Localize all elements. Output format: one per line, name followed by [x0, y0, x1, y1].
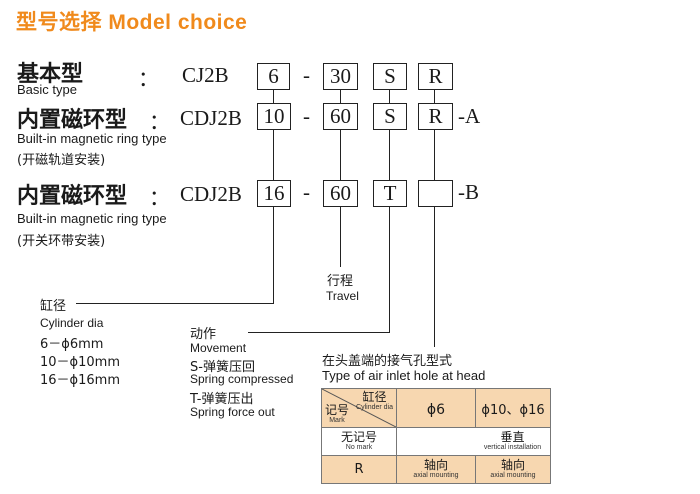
- inlet-connector-top: [434, 90, 435, 103]
- row3-prefix: CDJ2B: [180, 182, 242, 206]
- row1-inlet-box: R: [418, 63, 453, 90]
- row2-colon: ：: [149, 110, 170, 134]
- row1-prefix: CJ2B: [182, 63, 229, 87]
- col-phi6: ϕ6: [396, 388, 476, 428]
- movement-t-cn: T-弹簧压出: [190, 392, 254, 407]
- corner-bot-en: Mark: [329, 417, 345, 424]
- bore-connector-upper: [273, 130, 274, 180]
- row2-type-cn: 内置磁环型: [17, 108, 128, 133]
- movement-connector-line: [389, 207, 390, 332]
- inlet-connector-upper: [434, 130, 435, 180]
- cylinder-option-10: 10－ϕ10mm: [40, 355, 120, 370]
- travel-label-en: Travel: [326, 289, 359, 303]
- row-r-axial-2: 轴向 axial mounting: [475, 455, 551, 484]
- corner-diagonal: [322, 389, 396, 427]
- cylinder-label-cn: 缸径: [40, 299, 67, 314]
- cylinder-label-en: Cylinder dia: [40, 316, 104, 330]
- row2-type-en: Built-in magnetic ring type: [17, 131, 167, 146]
- movement-connector-top: [389, 90, 390, 103]
- inlet-label-en: Type of air inlet hole at head: [322, 368, 486, 383]
- corner-top-cn: 缸径: [362, 390, 387, 404]
- row1-bore-box: 6: [257, 63, 290, 90]
- row-r-axial-1: 轴向 axial mounting: [396, 455, 476, 484]
- row-r-mark: R: [321, 455, 397, 484]
- row2-movement-box: S: [373, 103, 407, 130]
- row3-colon: ：: [149, 186, 170, 210]
- row1-type-en: Basic type: [17, 82, 77, 97]
- row2-install-note: (开磁轨道安装): [17, 153, 106, 168]
- row3-movement-box: T: [373, 180, 407, 207]
- row3-dash: -: [303, 180, 310, 204]
- row1-movement-box: S: [373, 63, 407, 90]
- inlet-connector-line: [434, 207, 435, 347]
- bore-connector-top: [273, 90, 274, 103]
- corner-top-en: Cylinder dia: [356, 404, 393, 411]
- row3-inlet-box: [418, 180, 453, 207]
- movement-t-en: Spring force out: [190, 405, 275, 419]
- row2-bore-box: 10: [257, 103, 291, 130]
- movement-s-en: Spring compressed: [190, 372, 294, 386]
- inlet-type-table: 缸径 Cylinder dia 记号 Mark ϕ6 ϕ10、ϕ16 无记号 N…: [321, 388, 551, 484]
- row-no-mark: 无记号 No mark: [321, 427, 397, 456]
- table-row: 无记号 No mark 垂直 vertical installation: [321, 427, 551, 456]
- row2-stroke-box: 60: [323, 103, 358, 130]
- row1-type-cn: 基本型: [17, 62, 84, 87]
- movement-leader-line: [248, 332, 390, 333]
- movement-connector-upper: [389, 130, 390, 180]
- cylinder-option-16: 16－ϕ16mm: [40, 373, 120, 388]
- row1-stroke-box: 30: [323, 63, 358, 90]
- stroke-connector-line: [340, 207, 341, 267]
- row1-colon: ：: [138, 67, 159, 91]
- row3-type-en: Built-in magnetic ring type: [17, 211, 167, 226]
- row2-inlet-box: R: [418, 103, 453, 130]
- inlet-label-cn: 在头盖端的接气孔型式: [322, 354, 453, 369]
- table-corner-cell: 缸径 Cylinder dia 记号 Mark: [321, 388, 397, 428]
- row3-suffix: -B: [458, 180, 479, 204]
- bore-leader-line: [76, 303, 274, 304]
- row2-dash: -: [303, 104, 310, 128]
- row3-bore-box: 16: [257, 180, 291, 207]
- movement-label-en: Movement: [190, 341, 247, 355]
- row2-prefix: CDJ2B: [180, 106, 242, 130]
- travel-label-cn: 行程: [327, 274, 354, 289]
- page-title: 型号选择 Model choice: [16, 11, 248, 34]
- row3-type-cn: 内置磁环型: [17, 184, 128, 209]
- movement-s-cn: S-弹簧压回: [190, 360, 255, 375]
- col-phi10-16: ϕ10、ϕ16: [475, 388, 551, 428]
- stroke-connector-upper: [340, 130, 341, 180]
- row2-suffix: -A: [458, 104, 481, 128]
- row-vertical: 垂直 vertical installation: [396, 427, 551, 456]
- bore-connector-line: [273, 207, 274, 303]
- table-row: R 轴向 axial mounting 轴向 axial mounting: [321, 455, 551, 484]
- table-header-row: 缸径 Cylinder dia 记号 Mark ϕ6 ϕ10、ϕ16: [321, 388, 551, 428]
- cylinder-option-6: 6－ϕ6mm: [40, 337, 104, 352]
- stroke-connector-top: [340, 90, 341, 103]
- movement-label-cn: 动作: [190, 327, 217, 342]
- corner-bot-cn: 记号: [325, 403, 350, 417]
- row3-install-note: (开关环带安装): [17, 234, 106, 249]
- row3-stroke-box: 60: [323, 180, 358, 207]
- row1-dash: -: [303, 63, 310, 87]
